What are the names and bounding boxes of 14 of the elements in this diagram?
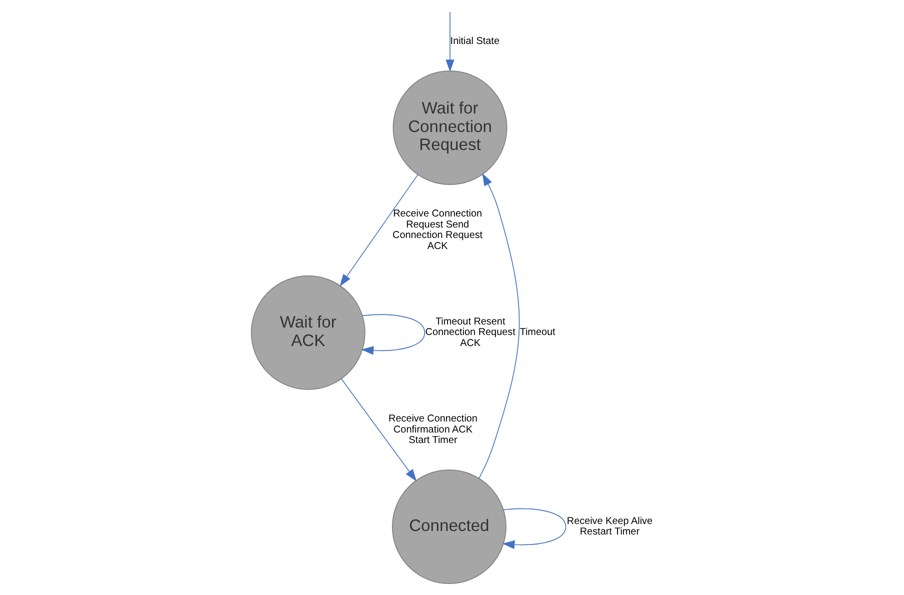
edge-label: Timeout Resent Connection Request ACK bbox=[424, 316, 515, 349]
edge-label: Initial State bbox=[450, 36, 499, 48]
edge-label: Receive Connection Confirmation ACK Start Timer bbox=[388, 413, 477, 446]
edge-label: Receive Keep Alive Restart Timer bbox=[566, 516, 652, 538]
arrow bbox=[502, 508, 566, 549]
edge-label: Receive Connection Request Send Connection Request ACK bbox=[392, 208, 482, 252]
arrow bbox=[445, 12, 454, 72]
node-circle: Wait for Connection Request bbox=[392, 70, 507, 185]
arrow bbox=[339, 174, 418, 287]
arrow bbox=[360, 314, 425, 355]
node-circle: Wait for ACK bbox=[250, 275, 365, 390]
arrow bbox=[340, 378, 416, 482]
edge-label: Timeout bbox=[519, 327, 555, 338]
arrow bbox=[478, 173, 520, 479]
